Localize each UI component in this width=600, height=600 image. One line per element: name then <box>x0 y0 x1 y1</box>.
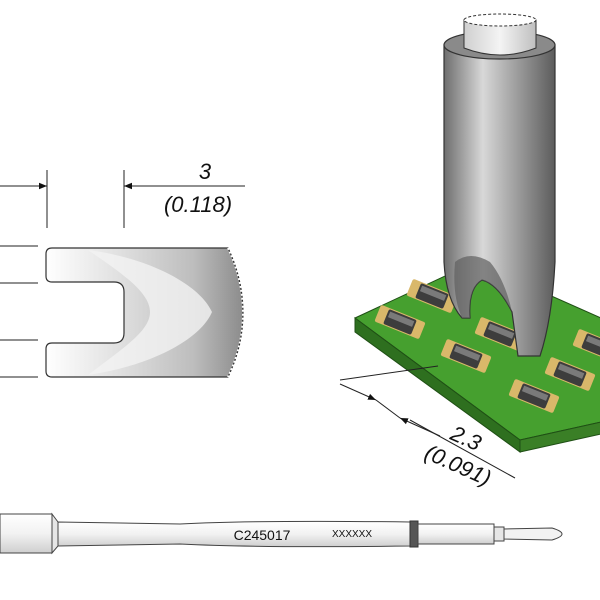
serial-mark-label: XXXXXX <box>332 529 372 540</box>
tip-side-profile <box>45 247 244 378</box>
smd-chip <box>374 305 426 339</box>
tip-slot-shadow <box>454 256 512 318</box>
tip-highlight <box>88 250 212 375</box>
smd-chip <box>440 339 492 373</box>
smd-chip <box>406 279 458 313</box>
cartridge-band <box>409 520 419 548</box>
part-number-label: C245017 <box>234 527 291 543</box>
inner-tube <box>463 19 537 56</box>
smd-chip <box>508 379 560 413</box>
isometric-view: 2.3 (0.091) <box>339 13 600 491</box>
cartridge-view: C245017 XXXXXX <box>0 512 563 555</box>
cartridge-handle <box>0 513 53 554</box>
cartridge-taper <box>51 512 59 555</box>
smd-chip <box>572 329 600 363</box>
cartridge-tip <box>503 527 563 541</box>
gap-extension-line-left <box>339 365 439 381</box>
cartridge-ring-small <box>493 526 505 542</box>
inner-tube-top <box>463 13 537 27</box>
gap-dimension-line <box>375 399 401 419</box>
gap-dimension-arrow-left <box>339 383 377 401</box>
width-dimension-value: 3 <box>199 159 212 184</box>
side-view: 3 (0.118) <box>0 159 245 378</box>
cartridge-ring <box>417 523 495 545</box>
pcb-side <box>519 421 600 453</box>
gap-dimension-arrow-right <box>399 417 441 437</box>
width-dimension-inch: (0.118) <box>164 192 232 217</box>
gap-extension-line-right <box>409 419 516 479</box>
smd-chip <box>544 357 596 391</box>
smd-chip <box>474 317 526 351</box>
